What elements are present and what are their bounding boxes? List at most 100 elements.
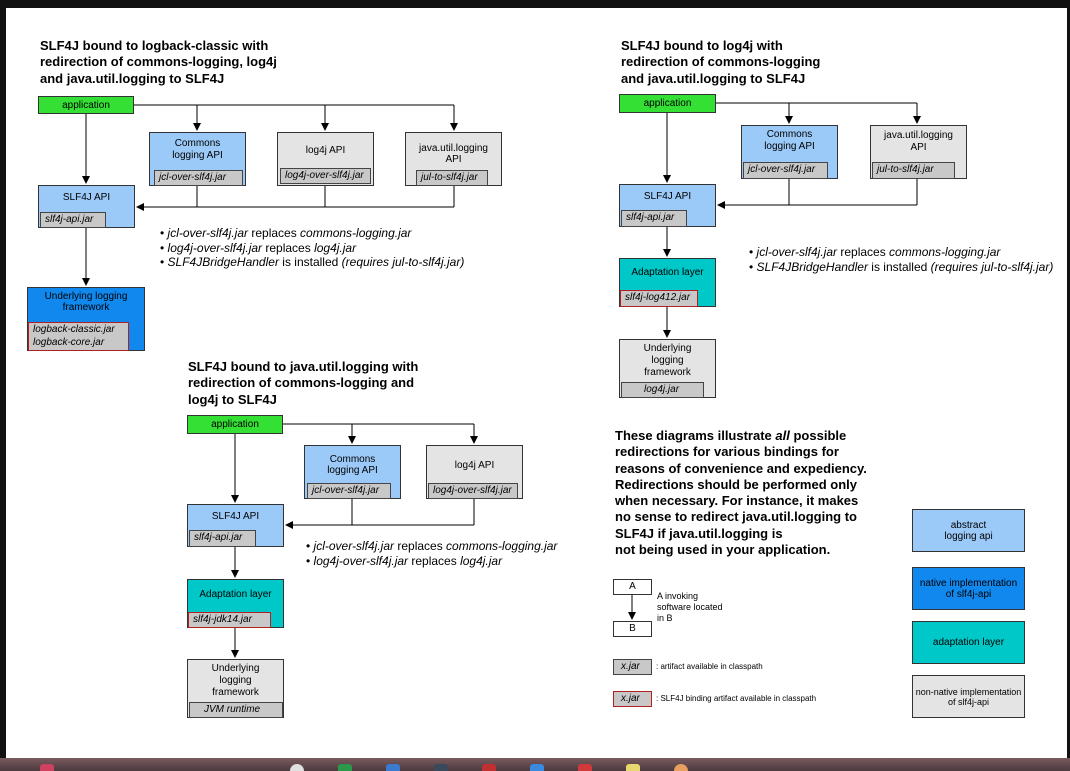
box-label: Commons: [766, 129, 813, 140]
box-label: Commons: [329, 454, 376, 465]
taskbar-app-icon[interactable]: [386, 764, 400, 771]
bullet-item: • jcl-over-slf4j.jar replaces commons-lo…: [306, 539, 558, 553]
d2-jul-api-box: java.util.logging API jul-to-slf4j.jar: [870, 125, 967, 179]
bullet-item: • log4j-over-slf4j.jar replaces log4j.ja…: [306, 553, 503, 568]
jvm-runtime-artifact: JVM runtime: [189, 702, 283, 718]
bullet-artifact: log4j-over-slf4j.jar: [167, 240, 263, 255]
box-label: application: [643, 98, 692, 109]
legend-adaptation-layer: adaptation layer: [912, 621, 1025, 664]
note-line: Redirections should be performed only: [615, 476, 857, 492]
bullet-target: (requires jul-to-slf4j.jar): [341, 255, 465, 269]
box-label: java.util.logging: [884, 130, 953, 141]
legend-line: logging api: [944, 530, 993, 542]
document-page: [6, 8, 1067, 758]
bullet-verb: replaces: [837, 245, 890, 259]
title-line: log4j to SLF4J: [188, 391, 277, 407]
jcl-over-slf4j-artifact: jcl-over-slf4j.jar: [154, 170, 243, 186]
legend-binding-text: : SLF4J binding artifact available in cl…: [656, 694, 817, 703]
box-label: Underlying logging: [44, 291, 128, 302]
bullet-target: commons-logging.jar: [446, 539, 558, 553]
bullet-target: commons-logging.jar: [889, 245, 1001, 259]
d2-bullet-list: • jcl-over-slf4j.jar replaces commons-lo…: [749, 245, 1064, 274]
box-label: logging: [219, 675, 252, 686]
box-label: logging API: [327, 465, 378, 476]
bullet-artifact: jcl-over-slf4j.jar: [313, 539, 395, 553]
box-label: Underlying: [643, 343, 692, 354]
bullet-verb: is installed: [867, 259, 931, 274]
box-label: A: [629, 581, 636, 592]
title-line: and java.util.logging to SLF4J: [40, 70, 225, 86]
bullet-artifact: SLF4JBridgeHandler: [167, 255, 279, 269]
taskbar-app-icon[interactable]: [434, 764, 448, 771]
box-label: API: [445, 154, 462, 165]
d2-slf4j-api-box: SLF4J API slf4j-api.jar: [619, 184, 716, 227]
taskbar-app-icon[interactable]: [674, 764, 688, 771]
box-label: log4j API: [305, 145, 346, 156]
legend-line: in B: [657, 613, 673, 623]
taskbar-app-icon[interactable]: [530, 764, 544, 771]
bullet-artifact: jcl-over-slf4j.jar: [167, 226, 249, 240]
d3-slf4j-api-box: SLF4J API slf4j-api.jar: [187, 504, 284, 547]
d1-underlying-framework-box: Underlying logging framework logback-cla…: [27, 287, 145, 351]
bullet-target: log4j.jar: [314, 240, 357, 255]
legend-line: A invoking: [657, 591, 699, 601]
taskbar-app-icon[interactable]: [290, 764, 304, 771]
bullet-item: • SLF4JBridgeHandler is installed (requi…: [749, 259, 1054, 274]
box-label: B: [629, 623, 636, 634]
legend-binding-sample: x.jar: [613, 691, 652, 707]
jul-to-slf4j-artifact: jul-to-slf4j.jar: [416, 170, 488, 186]
legend-invoking-text: A invoking software located in B: [657, 591, 723, 624]
box-label: API: [910, 142, 927, 153]
d1-jul-api-box: java.util.logging API jul-to-slf4j.jar: [405, 132, 502, 186]
note-text: possible: [789, 428, 847, 443]
legend-line: native implementation: [919, 577, 1018, 589]
slf4j-log412-binding-artifact: slf4j-log412.jar: [620, 290, 698, 307]
d2-commons-logging-box: Commons logging API jcl-over-slf4j.jar: [741, 125, 838, 179]
taskbar-app-icon[interactable]: [338, 764, 352, 771]
artifact-line: logback-core.jar: [33, 336, 105, 348]
box-label: logging API: [172, 150, 223, 161]
note-line: These diagrams illustrate all possible: [615, 428, 867, 444]
box-label: SLF4J API: [62, 192, 111, 203]
bullet-verb: replaces: [408, 553, 461, 568]
bullet-artifact: log4j-over-slf4j.jar: [313, 553, 409, 568]
d2-adaptation-layer-box: Adaptation layer slf4j-log412.jar: [619, 258, 716, 307]
d2-application-box: application: [619, 94, 716, 113]
title-line: SLF4J bound to logback-classic with: [40, 38, 269, 53]
title-line: redirection of commons-logging, log4j: [40, 54, 277, 70]
box-label: Adaptation layer: [199, 589, 272, 600]
title-line: SLF4J bound to java.util.logging with: [188, 359, 419, 374]
note-line: reasons of convenience and expediency.: [615, 460, 867, 476]
taskbar-app-icon[interactable]: [40, 764, 54, 771]
bullet-target: (requires jul-to-slf4j.jar): [930, 259, 1054, 274]
explanatory-note: These diagrams illustrate all possible r…: [615, 428, 867, 558]
taskbar-app-icon[interactable]: [578, 764, 592, 771]
legend-line: of slf4j-api: [945, 588, 992, 600]
bullet-artifact: SLF4JBridgeHandler: [756, 259, 868, 274]
box-label: application: [62, 100, 110, 111]
title-line: redirection of commons-logging: [621, 54, 821, 70]
note-line: no sense to redirect java.util.logging t…: [615, 509, 857, 525]
diagram2-title: SLF4J bound to log4j with redirection of…: [621, 38, 820, 87]
note-text: These diagrams illustrate: [615, 428, 776, 443]
note-line: SLF4J if java.util.logging is: [615, 525, 783, 541]
bullet-item: • log4j-over-slf4j.jar replaces log4j.ja…: [160, 240, 357, 255]
box-label: Commons: [174, 138, 221, 149]
bullet-target: log4j.jar: [460, 553, 503, 568]
box-label: framework: [644, 367, 691, 378]
box-label: logging: [651, 355, 684, 366]
legend-line: adaptation layer: [932, 637, 1005, 648]
log4j-over-slf4j-artifact: log4j-over-slf4j.jar: [280, 168, 371, 184]
artifact-line: logback-classic.jar: [33, 324, 115, 335]
taskbar-app-icon[interactable]: [482, 764, 496, 771]
d3-application-box: application: [187, 415, 283, 434]
legend-box-a: A: [613, 579, 652, 595]
d3-log4j-api-box: log4j API log4j-over-slf4j.jar: [426, 445, 523, 499]
diagram3-title: SLF4J bound to java.util.logging with re…: [188, 359, 418, 408]
legend-artifact-sample: x.jar: [613, 659, 652, 675]
taskbar-app-icon[interactable]: [626, 764, 640, 771]
d1-application-box: application: [38, 96, 134, 114]
